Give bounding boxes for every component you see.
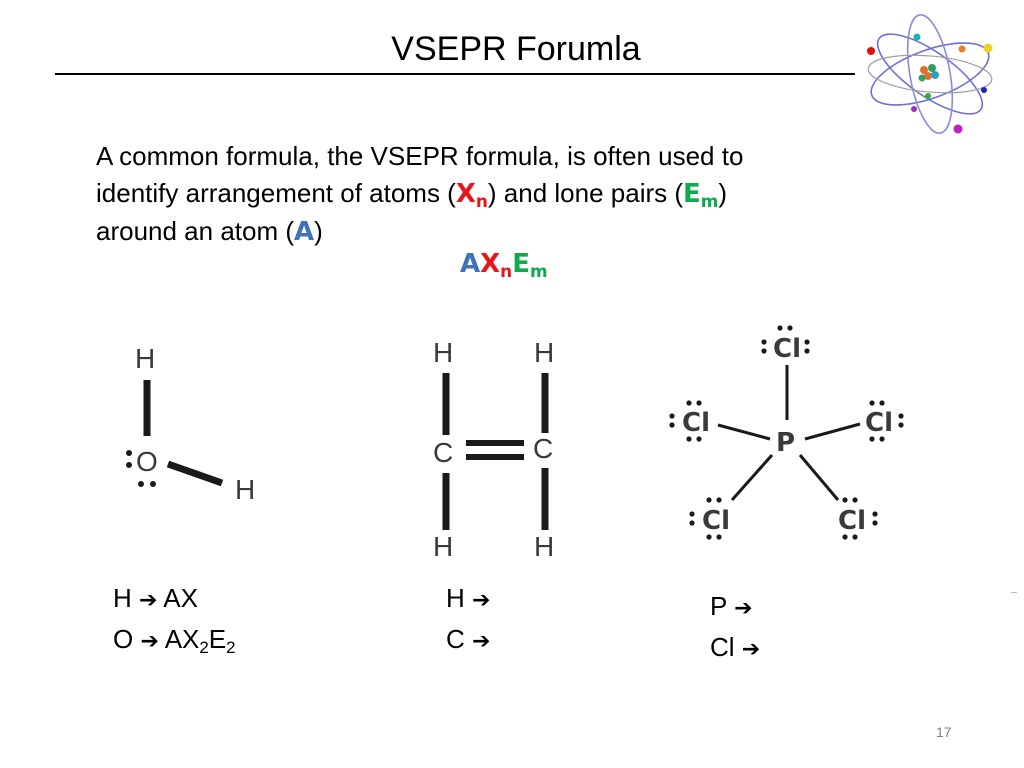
intro-line-1: A common formula, the VSEPR formula, is …	[96, 141, 744, 171]
water-h-right: H	[235, 474, 255, 505]
water-h-top: H	[135, 343, 155, 374]
pcl5-cl-bottom-right: Cl	[838, 506, 866, 536]
pcl5-cl-top: Cl	[773, 334, 801, 364]
formula-n: n	[500, 261, 513, 282]
water-structure: H O H	[126, 343, 255, 505]
pcl5-structure: P Cl Cl Cl Cl Cl	[669, 325, 904, 540]
ethene-structure: H H C C H H	[433, 337, 554, 562]
pcl5-cl-right: Cl	[865, 408, 893, 438]
ethene-c-label: C ➔	[446, 624, 491, 654]
formula-a: A	[460, 249, 481, 279]
right-arrow-icon: ➔	[140, 629, 159, 654]
right-arrow-icon: ➔	[741, 637, 761, 662]
pcl5-p-label: P ➔	[710, 591, 753, 621]
ethene-h-top-left: H	[433, 337, 453, 368]
water-h-label: H ➔ AX	[113, 583, 198, 613]
page-number: 17	[936, 724, 952, 740]
ethene-c-left: C	[433, 437, 453, 468]
right-arrow-icon: ➔	[734, 596, 753, 621]
right-arrow-icon: ➔	[139, 588, 158, 613]
ethene-h-top-right: H	[534, 337, 554, 368]
ethene-h-bottom-right: H	[534, 531, 554, 562]
title-underline	[55, 73, 855, 75]
slide-title: VSEPR Forumla	[391, 30, 641, 68]
pcl5-cl-left: Cl	[682, 408, 710, 438]
right-arrow-icon: ➔	[472, 629, 491, 654]
ethene-h-bottom-left: H	[433, 531, 453, 562]
pcl5-cl-bottom-left: Cl	[702, 506, 730, 536]
ethene-h-label: H ➔	[446, 583, 491, 613]
pcl5-cl-label: Cl ➔	[710, 632, 761, 662]
formula-m: m	[529, 261, 548, 282]
formula-e: E	[512, 249, 530, 279]
pcl5-p: P	[776, 428, 795, 458]
ethene-c-right: C	[533, 433, 553, 464]
vsepr-formula: AXnEm	[460, 248, 548, 282]
water-o: O	[136, 446, 158, 477]
formula-x: X	[480, 249, 501, 279]
pcl5-labels: P ➔ Cl ➔	[710, 587, 760, 669]
right-arrow-icon: ➔	[472, 588, 491, 613]
ethene-labels: H ➔ C ➔	[446, 579, 490, 661]
edge-mark	[1011, 592, 1017, 593]
intro-paragraph: A common formula, the VSEPR formula, is …	[96, 138, 896, 251]
water-labels: H ➔ AX O ➔ AX2E2	[113, 579, 236, 661]
atom-icon	[867, 14, 993, 134]
water-o-label: O ➔ AX2E2	[113, 624, 236, 658]
intro-line-3: around an atom (A)	[96, 216, 323, 247]
intro-line-2: identify arrangement of atoms (Xn) and l…	[96, 178, 728, 212]
